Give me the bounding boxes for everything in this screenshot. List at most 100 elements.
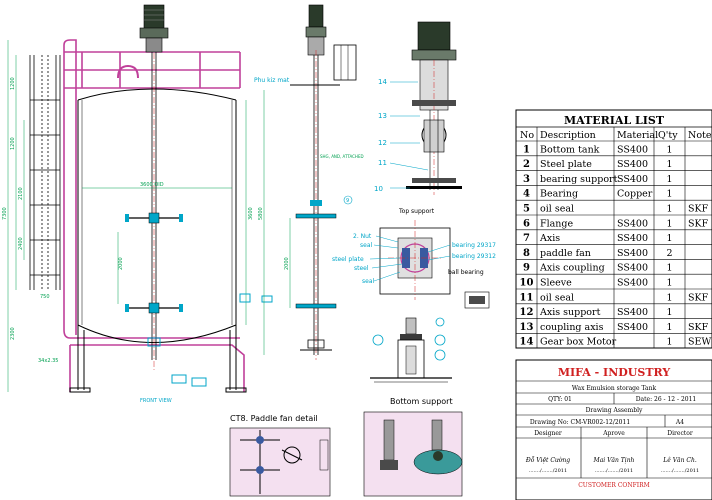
material-list-title: MATERIAL LIST (564, 114, 665, 127)
main-motor (139, 4, 169, 53)
side-note: SHG, AND, ATTACHED (320, 154, 364, 159)
approve-label: Aprove (602, 430, 625, 437)
ml-cell-no: 3 (523, 174, 530, 185)
dim-b: 1200 (10, 137, 16, 150)
balloon-11-text: 11 (378, 159, 387, 167)
seal-b-label: seal (362, 278, 374, 285)
ml-cell-no: 11 (520, 292, 534, 303)
company-name: MIFA - INDUSTRY (558, 366, 671, 379)
designer-label: Designer (534, 430, 562, 437)
ml-cell-mat: Copper (617, 189, 653, 200)
ml-cell-mat: SS400 (617, 278, 648, 289)
ml-cell-desc: Axis (539, 233, 560, 244)
bearing-a-label: bearing 29317 (452, 242, 496, 249)
dim-c: 2100 (18, 187, 24, 200)
bottom-support-detail: Bottom support (370, 317, 453, 406)
ml-cell-qty: 1 (666, 307, 672, 318)
paddle-detail-label: CT8. Paddle fan detail (230, 414, 318, 423)
paper-size: A4 (675, 419, 684, 426)
date-text: Date: 26 - 12 - 2011 (636, 396, 697, 403)
ml-cell-mat: SS400 (617, 144, 648, 155)
ml-cell-desc: Axis coupling (539, 263, 605, 274)
ml-cell-qty: 1 (666, 204, 672, 215)
ml-cell-qty: 1 (666, 218, 672, 229)
title-block: MIFA - INDUSTRY Wax Emulsion storage Tan… (515, 359, 712, 500)
ml-cell-qty: 1 (666, 159, 672, 170)
paddle-blades (125, 212, 183, 314)
bearing-unit: 14 13 12 11 10 (374, 21, 462, 195)
ml-cell-mat: SS400 (617, 174, 648, 185)
ml-cell-desc: Bearing (540, 189, 578, 200)
header-no: No (520, 130, 534, 141)
ml-cell-desc: Bottom tank (540, 144, 600, 155)
ml-cell-no: 8 (523, 248, 530, 259)
ml-cell-qty: 1 (666, 189, 672, 200)
balloon-9-text: 9 (346, 198, 349, 204)
balloon-10-text: 10 (374, 185, 383, 193)
dim-pipe: 34x2.35 (38, 358, 58, 364)
drawing-type: Drawing Assembly (586, 407, 643, 414)
approve-date: ......./......./2011 (595, 468, 633, 474)
ml-cell-qty: 1 (666, 263, 672, 274)
ml-cell-no: 7 (523, 233, 530, 244)
dim-blade-gap2: 2000 (284, 257, 290, 270)
ml-cell-mat: SS400 (617, 159, 648, 170)
steel-plate-label: steel plate (332, 256, 364, 263)
tank-front-view: 3600 OID 7300 1200 1200 2100 2400 2300 3… (2, 4, 273, 404)
material-list-header: No Description Material Q'ty Note (520, 130, 712, 141)
agitator-shaft (151, 20, 157, 370)
outlet-nozzle (147, 293, 273, 387)
ml-cell-desc: paddle fan (540, 248, 591, 259)
approve-name: Mai Văn Tịnh (593, 457, 635, 464)
ml-cell-no: 14 (520, 337, 534, 348)
od-dimension (7, 40, 247, 392)
ml-cell-no: 1 (523, 144, 530, 155)
seal-a-label: seal (360, 242, 372, 249)
ml-cell-no: 2 (523, 159, 530, 170)
ml-cell-mat: SS400 (617, 322, 648, 333)
shell-jacket (63, 39, 245, 392)
ml-cell-desc: bearing support (540, 174, 618, 185)
dim-height-right: 3600 (248, 207, 254, 220)
ml-cell-qty: 2 (666, 248, 672, 259)
table-row: 8 paddle fan SS400 2 (523, 248, 673, 259)
ml-cell-note: SKF (688, 218, 709, 229)
ml-cell-desc: Flange (540, 218, 573, 229)
header-material: Material (617, 130, 658, 141)
paddle-fan-detail: CT8. Paddle fan detail (229, 411, 463, 497)
ml-cell-no: 5 (523, 204, 530, 215)
balloon-12-text: 12 (378, 139, 387, 147)
ml-cell-desc: Gear box Motor (540, 337, 617, 348)
material-list: MATERIAL LIST No Description Material Q'… (515, 109, 712, 349)
ml-cell-qty: 1 (666, 144, 672, 155)
material-list-grid (515, 127, 712, 349)
table-row: 1 Bottom tank SS400 1 (523, 144, 673, 155)
ml-cell-mat: SS400 (617, 248, 648, 259)
ml-cell-note: SKF (688, 292, 709, 303)
ml-cell-qty: 1 (666, 233, 672, 244)
dim-total: 7300 (2, 207, 8, 220)
bottom-support-label: Bottom support (390, 397, 453, 406)
top-nozzle (117, 64, 139, 79)
designer-date: ......./......./2011 (529, 468, 567, 474)
dim-shaft: 5800 (258, 207, 264, 220)
ml-cell-note: SKF (688, 322, 709, 333)
ml-cell-no: 13 (520, 322, 534, 333)
ml-cell-desc: oil seal (540, 292, 574, 303)
tank-body (77, 88, 237, 343)
top-support-detail: Top support 2. Nut seal steel plate stee… (332, 208, 496, 309)
balloon-14-text: 14 (378, 78, 387, 86)
ml-cell-desc: oil seal (540, 204, 574, 215)
small-part-a (464, 291, 490, 309)
